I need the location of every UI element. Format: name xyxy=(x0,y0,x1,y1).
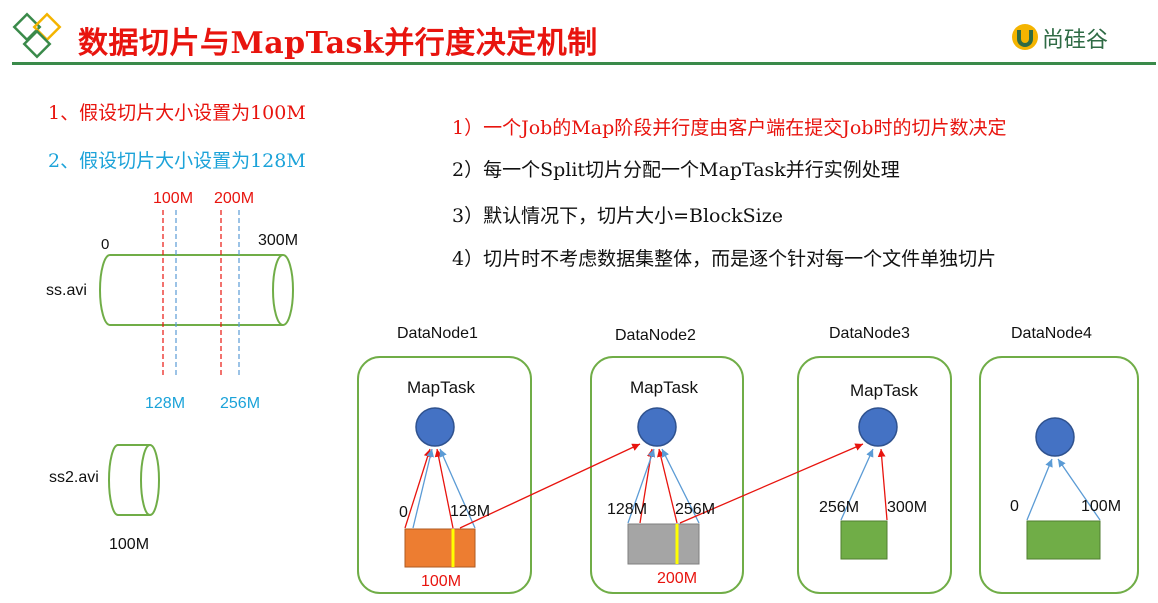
file1-start-label: 0 xyxy=(101,236,110,253)
point-2: 2）每一个Split切片分配一个MapTask并行实例处理 xyxy=(452,159,900,181)
split-lines xyxy=(162,210,240,378)
file2-size: 100M xyxy=(109,536,150,553)
setting-100m: 1、假设切片大小设置为100M xyxy=(48,102,306,124)
point-4: 4）切片时不考虑数据集整体，而是逐个针对每一个文件单独切片 xyxy=(452,248,997,270)
datanode2-maptask: MapTask xyxy=(630,378,699,397)
file-ss2-avi-cylinder xyxy=(108,444,160,516)
setting-128m: 2、假设切片大小设置为128M xyxy=(48,150,306,172)
dn1-mark-label: 100M xyxy=(421,573,462,590)
point-1: 1）一个Job的Map阶段并行度由客户端在提交Job时的切片数决定 xyxy=(452,117,1007,139)
point-3: 3）默认情况下，切片大小=BlockSize xyxy=(452,205,783,227)
datanode3-label: DataNode3 xyxy=(829,325,910,342)
datanode4-label: DataNode4 xyxy=(1011,325,1092,342)
dn4-right-label: 100M xyxy=(1081,498,1122,515)
red-mark-100m: 100M xyxy=(153,190,194,207)
file2-name: ss2.avi xyxy=(49,469,99,486)
dn1-right-label: 128M xyxy=(450,503,491,520)
blue-mark-256m: 256M xyxy=(220,395,261,412)
dn3-left-label: 256M xyxy=(819,499,860,516)
brand-name: 尚硅谷 xyxy=(1042,28,1109,53)
datanode2-label: DataNode2 xyxy=(615,327,696,344)
datanode1-maptask: MapTask xyxy=(407,378,476,397)
datanode3-maptask: MapTask xyxy=(850,381,919,400)
dn3-right-label: 300M xyxy=(887,499,928,516)
file1-end-label: 300M xyxy=(258,232,299,249)
dn2-right-label: 256M xyxy=(675,501,716,518)
brand-logo-icon xyxy=(1012,24,1038,50)
blue-mark-128m: 128M xyxy=(145,395,186,412)
red-mark-200m: 200M xyxy=(214,190,255,207)
logo-diamond-icon xyxy=(12,12,62,59)
file1-name: ss.avi xyxy=(46,282,87,299)
dn2-mark-label: 200M xyxy=(657,570,698,587)
dn2-left-label: 128M xyxy=(607,501,648,518)
dn1-left-label: 0 xyxy=(399,504,408,521)
page-title: 数据切片与MapTask并行度决定机制 xyxy=(78,26,598,61)
datanode1-label: DataNode1 xyxy=(397,325,478,342)
file-ss-avi-cylinder xyxy=(99,254,294,326)
title-divider xyxy=(12,62,1156,65)
dn4-left-label: 0 xyxy=(1010,498,1019,515)
